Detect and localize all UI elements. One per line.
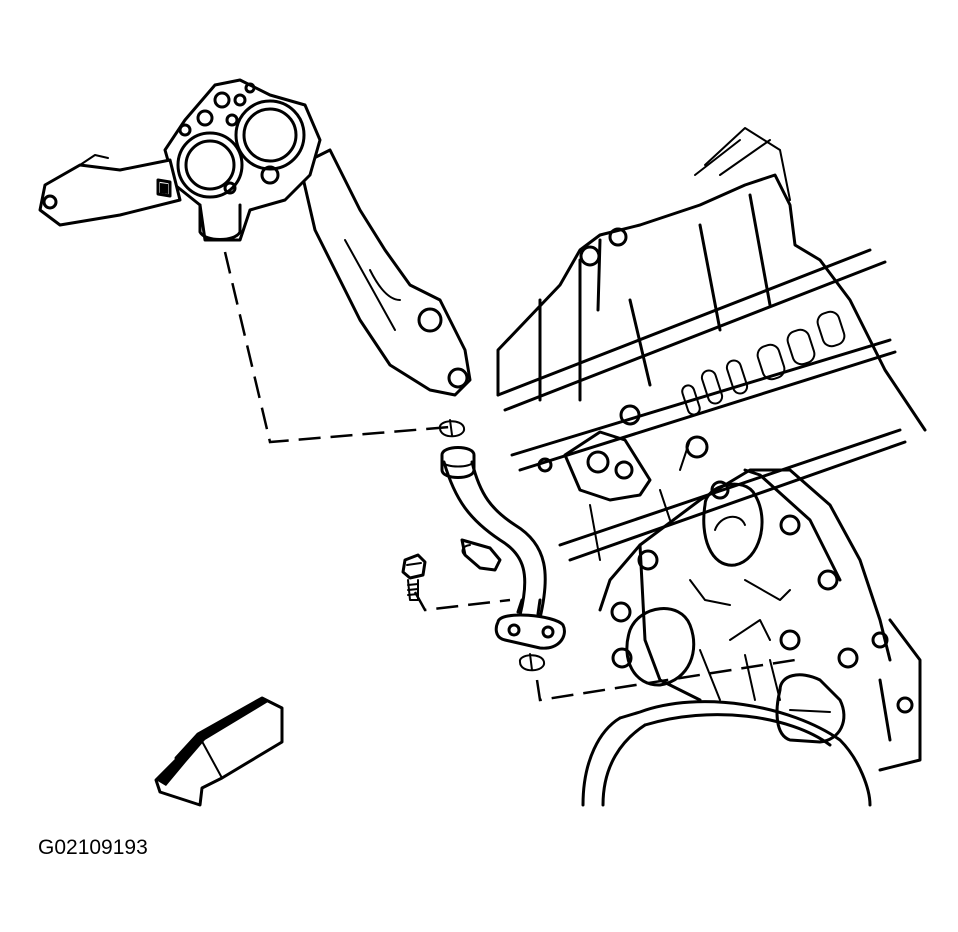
figure-id-label: G02109193 bbox=[38, 836, 148, 859]
oil-pump-assembly bbox=[38, 78, 472, 397]
o-ring-seals bbox=[439, 419, 545, 672]
front-cover bbox=[598, 468, 922, 772]
head-ports bbox=[681, 310, 846, 416]
engine-block bbox=[496, 127, 927, 562]
crankshaft-balancer bbox=[581, 673, 872, 807]
oil-pickup-tube bbox=[440, 446, 566, 650]
pickup-tube-bolt bbox=[401, 553, 427, 601]
front-direction-arrow-icon bbox=[154, 696, 284, 807]
